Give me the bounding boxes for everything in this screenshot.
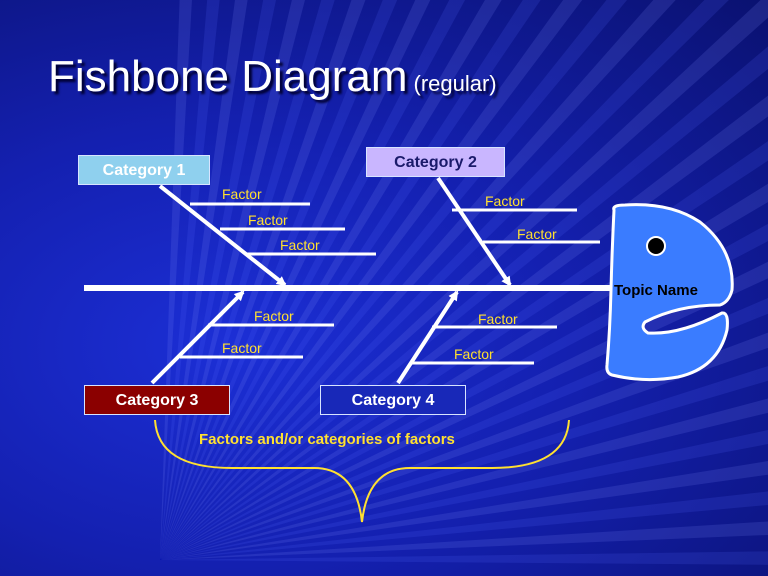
background-ray bbox=[160, 0, 466, 560]
background-ray bbox=[160, 460, 768, 560]
factor-label: Factor bbox=[248, 212, 288, 228]
category-4-box[interactable]: Category 4 bbox=[320, 385, 466, 415]
background-ray bbox=[160, 0, 335, 560]
bone-category-1 bbox=[158, 184, 287, 287]
background-ray bbox=[160, 0, 768, 560]
background-ray bbox=[160, 366, 768, 560]
background-ray bbox=[160, 0, 220, 560]
brace-label: Factors and/or categories of factors bbox=[199, 431, 455, 448]
factor-label: Factor bbox=[485, 193, 525, 209]
factor-label: Factor bbox=[517, 226, 557, 242]
category-3-box[interactable]: Category 3 bbox=[84, 385, 230, 415]
background-ray bbox=[160, 0, 192, 560]
category-3-label: Category 3 bbox=[115, 392, 199, 409]
bone-category-2 bbox=[436, 176, 512, 287]
background-ray bbox=[160, 0, 366, 560]
brace bbox=[154, 419, 570, 523]
category-1-label: Category 1 bbox=[102, 162, 186, 179]
factor-label: Factor bbox=[222, 186, 262, 202]
bone-category-4 bbox=[396, 290, 459, 385]
background-ray bbox=[160, 0, 277, 560]
background-ray bbox=[160, 0, 541, 560]
factor-label: Factor bbox=[454, 346, 494, 362]
category-1-box[interactable]: Category 1 bbox=[78, 155, 210, 185]
background-ray bbox=[160, 551, 768, 565]
background-ray bbox=[160, 521, 768, 560]
background-ray bbox=[160, 0, 729, 560]
background-ray bbox=[160, 430, 768, 560]
slide-title: Fishbone Diagram(regular) bbox=[48, 52, 497, 102]
topic-name-label: Topic Name bbox=[614, 282, 698, 299]
fish-head bbox=[605, 203, 734, 382]
factor-label: Factor bbox=[254, 308, 294, 324]
category-2-box[interactable]: Category 2 bbox=[366, 147, 505, 177]
background-ray bbox=[160, 46, 768, 560]
category-4-label: Category 4 bbox=[351, 392, 435, 409]
background-ray bbox=[160, 0, 583, 560]
factor-label: Factor bbox=[222, 340, 262, 356]
factor-label: Factor bbox=[478, 311, 518, 327]
background-ray bbox=[160, 398, 768, 560]
background-ray bbox=[160, 0, 502, 560]
background-ray bbox=[160, 0, 431, 560]
background-ray bbox=[160, 0, 248, 560]
eye-icon bbox=[646, 236, 666, 256]
background-ray bbox=[160, 0, 305, 560]
bone-category-3 bbox=[150, 290, 245, 385]
factor-label: Factor bbox=[280, 237, 320, 253]
background-ray bbox=[160, 0, 676, 560]
title-subtitle: (regular) bbox=[413, 71, 497, 96]
title-main: Fishbone Diagram bbox=[48, 52, 408, 101]
category-2-label: Category 2 bbox=[394, 154, 477, 171]
background-ray bbox=[160, 491, 768, 560]
